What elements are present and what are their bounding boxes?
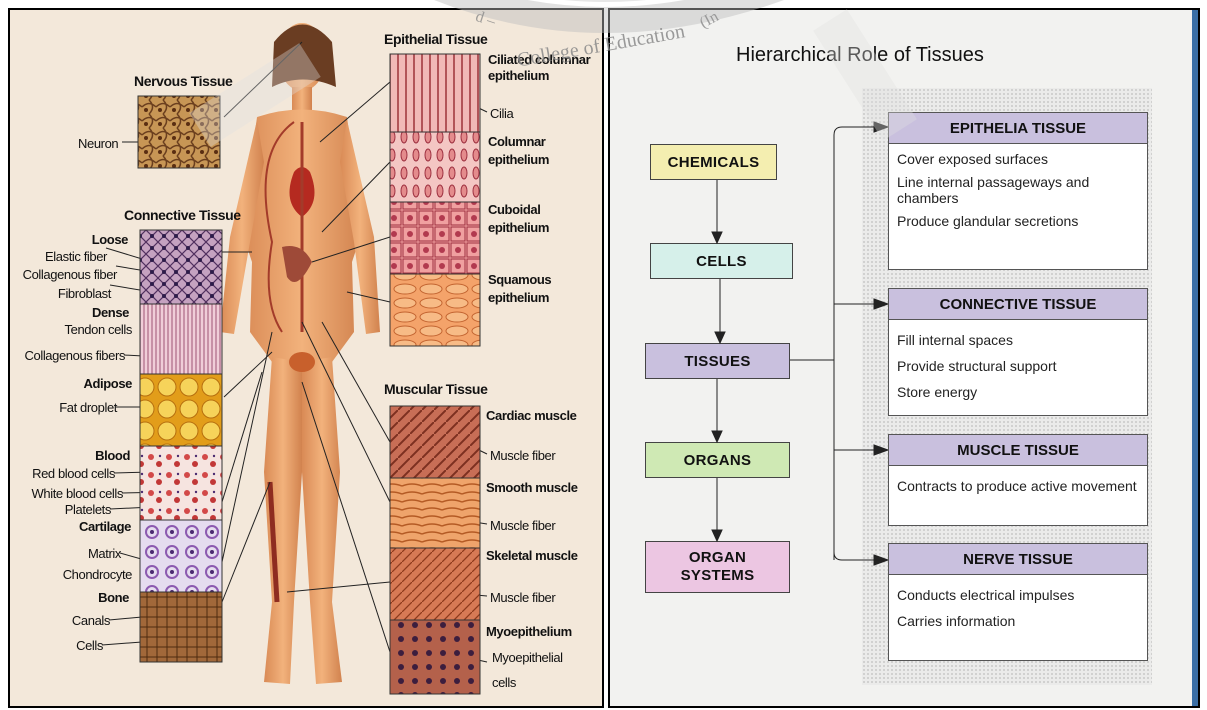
muscle-tissue-header: MUSCLE TISSUE bbox=[889, 435, 1147, 466]
nerve-tissue-header: NERVE TISSUE bbox=[889, 544, 1147, 575]
muscle-tissue-box: MUSCLE TISSUE Contracts to produce activ… bbox=[888, 434, 1148, 526]
epithelia-item-3: Produce glandular secretions bbox=[889, 213, 1147, 229]
epithelia-tissue-header: EPITHELIA TISSUE bbox=[889, 113, 1147, 144]
epithelia-item-1: Cover exposed surfaces bbox=[889, 151, 1147, 167]
epithelia-item-2: Line internal passageways and chambers bbox=[889, 174, 1147, 206]
epithelia-tissue-box: EPITHELIA TISSUE Cover exposed surfaces … bbox=[888, 112, 1148, 270]
nerve-item-2: Carries information bbox=[889, 613, 1147, 629]
nerve-tissue-box: NERVE TISSUE Conducts electrical impulse… bbox=[888, 543, 1148, 661]
connective-item-3: Store energy bbox=[889, 384, 1147, 400]
connective-item-1: Fill internal spaces bbox=[889, 332, 1147, 348]
nerve-item-1: Conducts electrical impulses bbox=[889, 587, 1147, 603]
connective-tissue-header: CONNECTIVE TISSUE bbox=[889, 289, 1147, 320]
connective-tissue-box: CONNECTIVE TISSUE Fill internal spaces P… bbox=[888, 288, 1148, 416]
muscle-item-1: Contracts to produce active movement bbox=[889, 478, 1147, 494]
connective-item-2: Provide structural support bbox=[889, 358, 1147, 374]
